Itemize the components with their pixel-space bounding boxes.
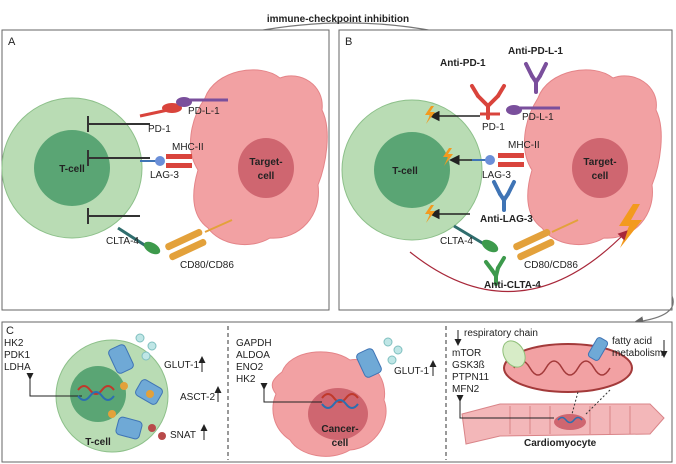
target-label-a-2: cell [258, 171, 275, 182]
cancer-label-1: Cancer- [321, 424, 358, 435]
cd80-label-a: CD80/CD86 [180, 260, 234, 271]
bolt-icon [425, 205, 435, 223]
tcell-label-c: T-cell [85, 437, 111, 448]
anti-lag3-label: Anti-LAG-3 [480, 214, 533, 225]
cardio-gene-1: mTOR [452, 348, 481, 359]
asct2-label: ASCT-2 [180, 392, 215, 403]
snat-label: SNAT [170, 430, 196, 441]
cd80-label-b: CD80/CD86 [524, 260, 578, 271]
ctla4-receptor-a [143, 241, 161, 255]
anti-pdl1-label: Anti-PD-L-1 [508, 46, 563, 57]
mhc-receptor-a [166, 163, 192, 168]
glut1-label-cancer: GLUT-1 [394, 366, 429, 377]
pd1-receptor-a [162, 103, 182, 113]
cancer-nucleus [308, 388, 368, 440]
sarcomere-lines [509, 406, 631, 434]
cancer-gene-2: ALDOA [236, 350, 270, 361]
panel-c-letter: C [6, 325, 14, 337]
target-label-b-2: cell [592, 171, 609, 182]
cardio-label: Cardiomyocyte [524, 438, 597, 449]
pd1-label-b: PD-1 [482, 122, 505, 133]
dna-icon [77, 385, 115, 395]
panel-a-letter: A [8, 36, 16, 48]
cardio-gene-2: GSK3ß [452, 360, 485, 371]
lag3-label-a: LAG-3 [150, 170, 179, 181]
lag3-receptor-b [485, 155, 495, 165]
target-label-b-1: Target- [583, 157, 616, 168]
mhc-label-b: MHC-II [508, 140, 540, 151]
ctla4-label-b: CLTA-4 [440, 236, 473, 247]
tcell-gene-1: HK2 [4, 338, 24, 349]
anti-pd1-label: Anti-PD-1 [440, 58, 486, 69]
pd1-label-a: PD-1 [148, 124, 171, 135]
mhc-receptor-b [498, 162, 524, 167]
cardio-gene-3: PTPN11 [452, 372, 489, 383]
panel-b-letter: B [345, 36, 352, 48]
pdl1-label-a: PD-L-1 [188, 106, 220, 117]
cytotoxic-arrow [409, 230, 628, 293]
anti-pd1-antibody [470, 84, 506, 120]
header-title: immune-checkpoint inhibition [267, 14, 409, 25]
pdl1-ligand-a [176, 97, 192, 107]
cd80-ligand-b [513, 228, 551, 251]
ctla4-label-a: CLTA-4 [106, 236, 139, 247]
resp-chain-complex [502, 340, 526, 368]
cd80-ligand-a [165, 228, 203, 251]
anti-pdl1-antibody [524, 62, 548, 94]
fatty-label-2: metabolism [612, 348, 663, 359]
glut1-transporter-c [108, 344, 134, 374]
tcell-inner-b [374, 132, 450, 208]
tcell-label-b: T-cell [392, 166, 418, 177]
glut1-label-c: GLUT-1 [164, 360, 199, 371]
tcell-gene-2: PDK1 [4, 350, 31, 361]
lag3-receptor-a [155, 156, 165, 166]
snat-transporter [115, 416, 143, 440]
tcell-gene-3: LDHA [4, 362, 31, 373]
dna-icon [321, 393, 359, 403]
connector-arrow [633, 295, 674, 326]
anti-ctla4-label: Anti-CLTA-4 [484, 280, 541, 291]
target-nucleus-a [238, 138, 294, 198]
anti-ctla4-antibody [484, 256, 506, 286]
lag3-label-b: LAG-3 [482, 170, 511, 181]
bolt-icon [443, 148, 453, 166]
glucose-molecules [135, 333, 157, 361]
cancer-gene-4: HK2 [236, 374, 256, 385]
mhc-label-a: MHC-II [172, 142, 204, 153]
ctla4-receptor-b [481, 239, 499, 253]
bolt-icon [425, 106, 435, 124]
pdl1-ligand-b [506, 105, 522, 115]
fatty-label-1: fatty acid [612, 336, 652, 347]
inhibition-marks-a [87, 116, 150, 224]
cancer-label-2: cell [332, 438, 349, 449]
fatty-acid-transporter [587, 337, 609, 361]
resp-chain-label: respiratory chain [464, 328, 538, 339]
tcell-inner-a [34, 130, 110, 206]
dna-icon [557, 416, 583, 424]
cancer-gene-1: GAPDH [236, 338, 272, 349]
cardio-gene-4: MFN2 [452, 384, 480, 395]
tcell-label-a: T-cell [59, 164, 85, 175]
anti-lag3-antibody [492, 180, 516, 212]
glut1-transporter-cancer [356, 348, 382, 378]
target-nucleus-b [572, 138, 628, 198]
cancer-gene-3: ENO2 [236, 362, 264, 373]
target-label-a-1: Target- [249, 157, 282, 168]
pdl1-label-b: PD-L-1 [522, 112, 554, 123]
